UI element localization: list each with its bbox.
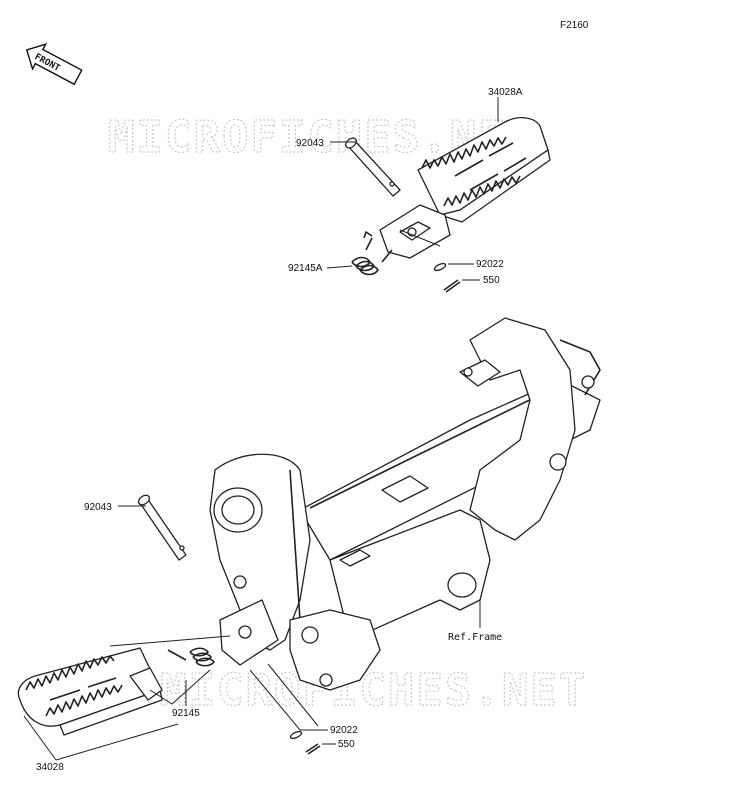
washer-lower — [289, 730, 303, 740]
spring-upper — [351, 231, 393, 276]
cotter-pin-upper — [443, 279, 461, 293]
callout-92043-lower: 92043 — [84, 502, 112, 513]
bracket-lower — [219, 599, 279, 666]
washer-upper — [433, 262, 447, 272]
front-arrow-icon: FRONT — [25, 43, 83, 86]
callout-92145A: 92145A — [288, 263, 323, 274]
watermark-bottom: MICROFICHES.NET — [160, 665, 587, 716]
pin-upper — [345, 137, 401, 197]
callout-92043-upper: 92043 — [296, 138, 324, 149]
callout-92145: 92145 — [172, 708, 200, 719]
pin-lower — [137, 494, 187, 561]
callout-550-upper: 550 — [483, 275, 500, 286]
ref-frame-label: Ref.Frame — [448, 632, 502, 643]
cotter-pin-lower — [305, 743, 321, 755]
callout-34028A: 34028A — [488, 87, 523, 98]
figure-code: F2160 — [560, 20, 589, 31]
footpeg-right-assembly — [326, 97, 551, 293]
footpeg-right — [379, 116, 551, 259]
footpeg-left — [17, 647, 163, 736]
callout-92022-upper: 92022 — [476, 259, 504, 270]
callout-92022-lower: 92022 — [330, 725, 358, 736]
frame — [209, 317, 601, 691]
callout-34028: 34028 — [36, 762, 64, 773]
footpeg-left-assembly — [17, 494, 336, 761]
callout-550-lower: 550 — [338, 739, 355, 750]
spring-lower — [167, 647, 215, 667]
